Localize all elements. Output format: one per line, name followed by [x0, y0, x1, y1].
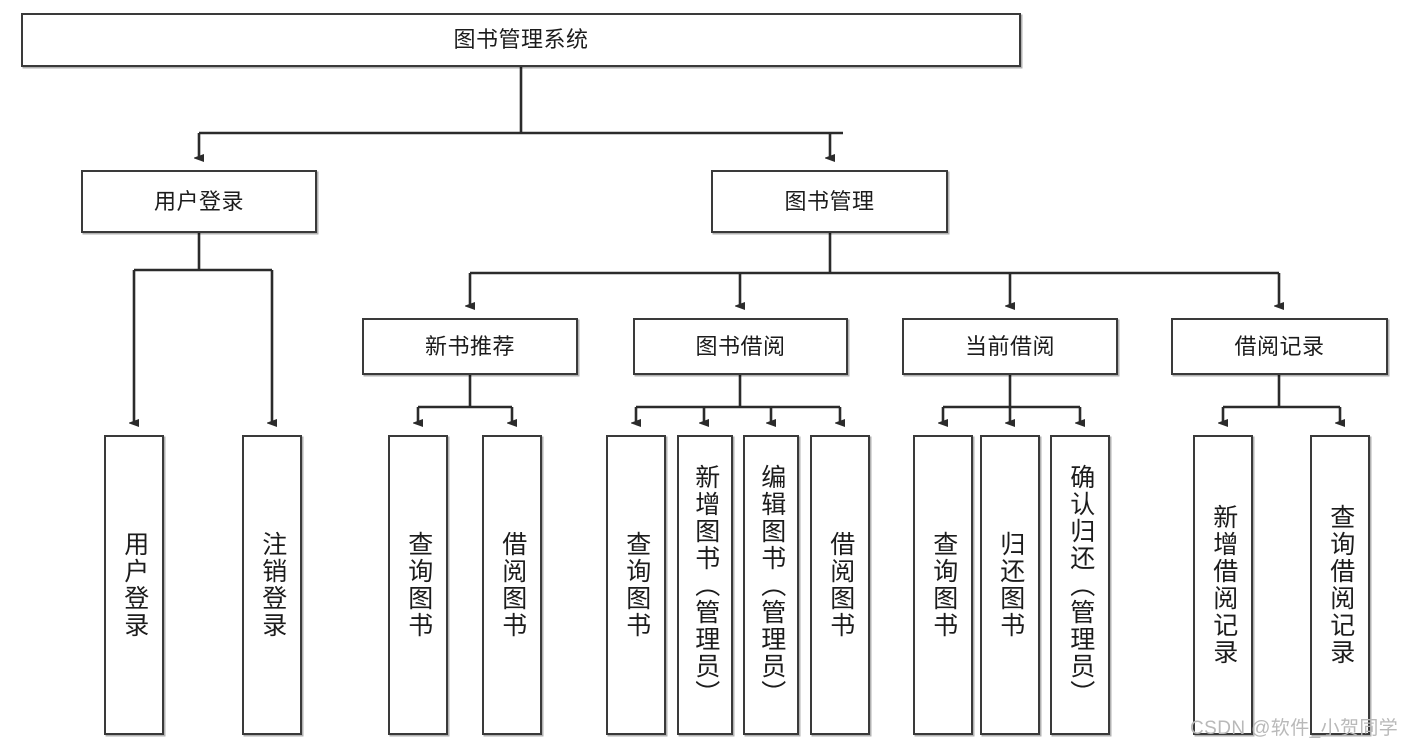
- node-leaf-borrow-book-1[interactable]: 借阅图书: [482, 435, 542, 735]
- node-user-login[interactable]: 用户登录: [81, 170, 317, 233]
- node-leaf-confirm-return[interactable]: 确认归还（管理员）: [1050, 435, 1110, 735]
- node-leaf-return-book[interactable]: 归还图书: [980, 435, 1040, 735]
- node-label: 借阅记录: [1234, 333, 1325, 359]
- node-label: 借阅图书: [498, 531, 527, 639]
- node-label: 当前借阅: [964, 333, 1055, 359]
- node-leaf-add-book[interactable]: 新增图书（管理员）: [677, 435, 733, 735]
- node-leaf-logout-login[interactable]: 注销登录: [242, 435, 302, 735]
- node-leaf-user-login[interactable]: 用户登录: [104, 435, 164, 735]
- node-leaf-query-book-1[interactable]: 查询图书: [388, 435, 448, 735]
- node-borrow-record[interactable]: 借阅记录: [1171, 318, 1388, 375]
- node-label: 借阅图书: [826, 531, 855, 639]
- node-label: 图书借阅: [695, 333, 786, 359]
- node-label: 新增图书（管理员）: [691, 463, 720, 707]
- node-book-borrow[interactable]: 图书借阅: [633, 318, 848, 375]
- node-new-book-recommend[interactable]: 新书推荐: [362, 318, 578, 375]
- node-leaf-borrow-book-2[interactable]: 借阅图书: [810, 435, 870, 735]
- node-label: 图书管理: [784, 188, 875, 214]
- node-label: 确认归还（管理员）: [1066, 463, 1095, 707]
- node-book-management[interactable]: 图书管理: [711, 170, 948, 233]
- node-label: 查询图书: [404, 531, 433, 639]
- node-leaf-query-borrow-record[interactable]: 查询借阅记录: [1310, 435, 1370, 735]
- node-leaf-query-book-3[interactable]: 查询图书: [913, 435, 973, 735]
- node-root-book-management-system[interactable]: 图书管理系统: [21, 13, 1021, 67]
- node-label: 查询图书: [929, 531, 958, 639]
- node-label: 新书推荐: [424, 333, 515, 359]
- node-label: 用户登录: [120, 531, 149, 639]
- csdn-watermark: CSDN @软件_小贺同学: [1190, 718, 1399, 739]
- node-leaf-add-borrow-record[interactable]: 新增借阅记录: [1193, 435, 1253, 735]
- node-leaf-query-book-2[interactable]: 查询图书: [606, 435, 666, 735]
- node-label: 注销登录: [258, 531, 287, 639]
- node-leaf-edit-book[interactable]: 编辑图书（管理员）: [743, 435, 799, 735]
- node-label: 查询借阅记录: [1326, 504, 1355, 666]
- node-label: 归还图书: [996, 531, 1025, 639]
- node-label: 图书管理系统: [453, 27, 589, 53]
- node-label: 新增借阅记录: [1209, 504, 1238, 666]
- node-label: 编辑图书（管理员）: [757, 463, 786, 707]
- node-label: 查询图书: [622, 531, 651, 639]
- node-label: 用户登录: [153, 188, 244, 214]
- node-current-borrow[interactable]: 当前借阅: [902, 318, 1118, 375]
